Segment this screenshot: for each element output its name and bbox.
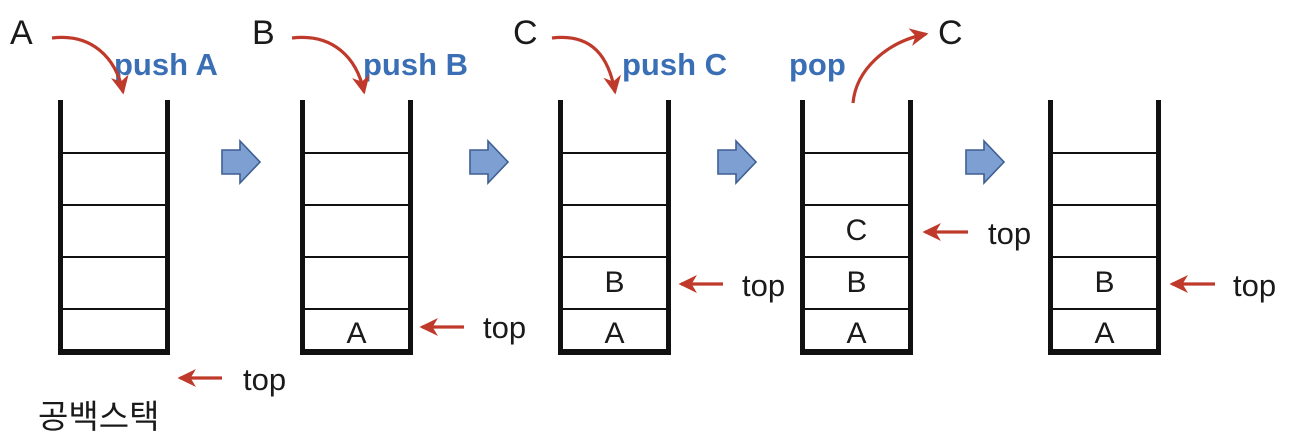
stack-cell (305, 204, 408, 256)
stack-cell-filled: A (805, 308, 908, 357)
push-arrow-a (51, 35, 129, 95)
stack-cell-filled: B (563, 256, 666, 308)
step-separator-arrow-2 (469, 139, 510, 185)
item-label-b: B (252, 14, 275, 52)
stack-cell (1053, 100, 1156, 152)
stack-cell (805, 152, 908, 204)
item-label-a: A (10, 14, 33, 52)
operation-label-push-b: push B (363, 47, 469, 82)
step-separator-arrow-4 (965, 139, 1006, 185)
push-arrow-b (291, 35, 370, 95)
stack-cell-filled: A (563, 308, 666, 357)
stack-cell (63, 100, 165, 152)
stack-after-push-c: C B A (800, 100, 913, 355)
operation-label-push-a: push A (114, 47, 218, 82)
push-arrow-c (551, 35, 622, 95)
step-separator-arrow-3 (717, 139, 758, 185)
stack-cell (63, 152, 165, 204)
top-label-empty-stack: top (243, 362, 287, 397)
stack-cell (563, 100, 666, 152)
stack-cell (305, 152, 408, 204)
stack-empty (58, 100, 170, 355)
operation-label-push-c: push C (622, 47, 728, 82)
stack-cell (563, 204, 666, 256)
stack-cell (1053, 152, 1156, 204)
stack-cell (305, 256, 408, 308)
step-separator-arrow-1 (221, 139, 262, 185)
stack-after-push-a: A (300, 100, 413, 355)
diagram-caption: 공백스택 (38, 398, 160, 435)
stack-cell (63, 256, 165, 308)
stack-cell (63, 204, 165, 256)
stack-cell-filled: C (805, 204, 908, 256)
stack-cell-filled: A (305, 308, 408, 357)
stack-after-pop: B A (1048, 100, 1161, 355)
top-label-stack-ab-final: top (1233, 268, 1277, 303)
operation-label-pop: pop (789, 47, 846, 82)
stack-cell (305, 100, 408, 152)
stack-cell-filled: A (1053, 308, 1156, 357)
top-label-stack-ab: top (742, 268, 786, 303)
stack-cell (805, 100, 908, 152)
top-label-stack-abc: top (988, 216, 1032, 251)
stack-cell (63, 308, 165, 357)
stack-cell-filled: B (1053, 256, 1156, 308)
top-label-stack-a: top (483, 310, 527, 345)
item-label-popped-c: C (938, 14, 963, 52)
stack-cell (563, 152, 666, 204)
stack-cell-filled: B (805, 256, 908, 308)
item-label-c: C (513, 14, 538, 52)
stack-after-push-b: B A (558, 100, 671, 355)
pop-arrow-c (851, 28, 929, 104)
stack-cell (1053, 204, 1156, 256)
